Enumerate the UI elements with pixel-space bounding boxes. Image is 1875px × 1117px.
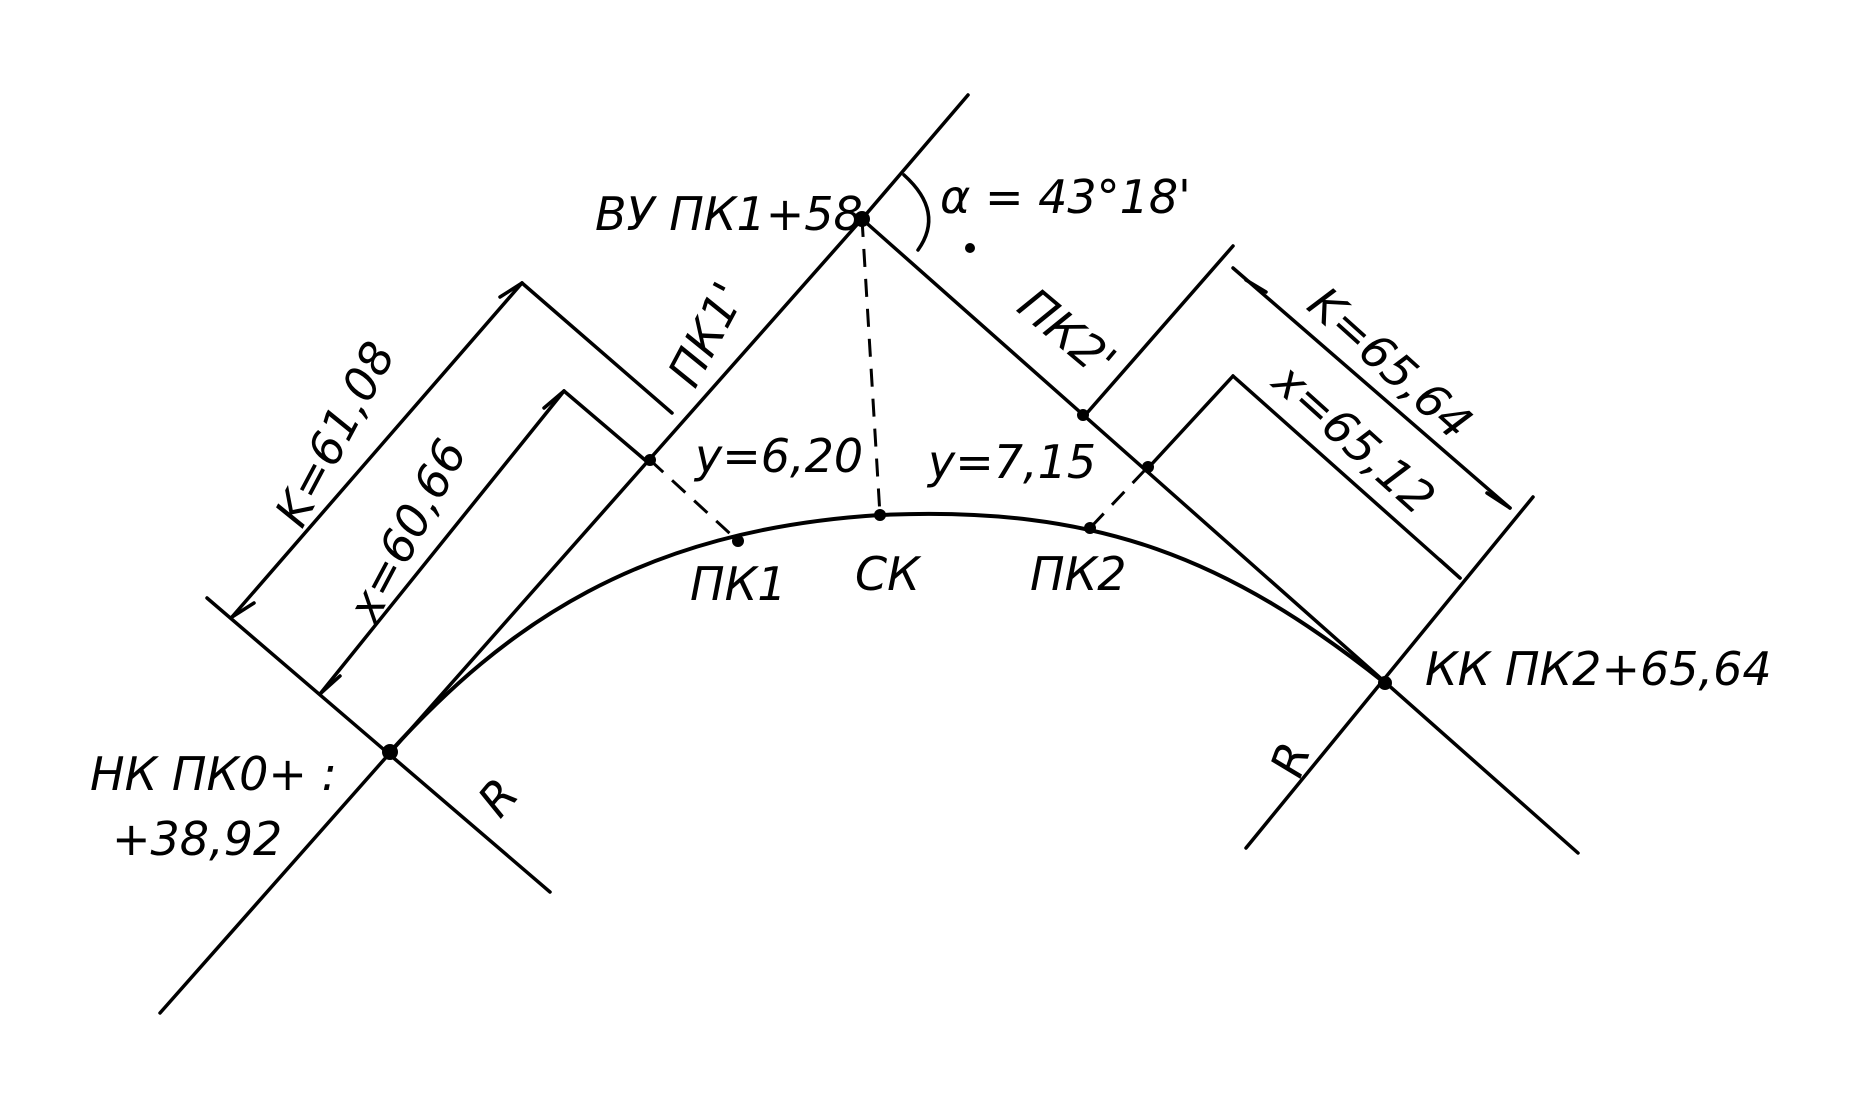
- nk-point: [382, 744, 398, 760]
- pk2-prime-point: [1077, 409, 1089, 421]
- x-right-extension: [1148, 374, 1235, 468]
- vu-point: [854, 211, 870, 227]
- label-kk: КК ПК2+65,64: [1425, 642, 1772, 696]
- x-left-dimension-line: [318, 389, 566, 696]
- angle-arc: [902, 173, 931, 252]
- label-ck: СК: [855, 547, 922, 601]
- label-pk1: ПК1: [690, 557, 787, 611]
- k-right-extension: [1085, 244, 1235, 415]
- label-alpha: α = 43°18': [940, 170, 1191, 224]
- pk1-prime-point: [644, 454, 656, 466]
- right-tangent-line: [860, 217, 1580, 855]
- left-radius-line: [205, 596, 552, 894]
- x-left-arrow-top: [542, 389, 566, 410]
- left-tangent-line: [158, 217, 864, 1015]
- label-k-left: K=61,08: [264, 333, 406, 535]
- x-right-dimension-line: [1231, 374, 1462, 580]
- upper-extension-line: [860, 93, 970, 221]
- k-left-extension: [520, 281, 674, 415]
- label-nk-line1: НК ПК0+ :: [90, 747, 337, 801]
- x-left-extension: [562, 389, 647, 462]
- pk1-point: [732, 535, 744, 547]
- right-radius-line: [1244, 495, 1535, 850]
- label-r-right: R: [1260, 735, 1322, 784]
- k-right-dimension-line: [1231, 266, 1512, 510]
- pk2-point: [1084, 522, 1096, 534]
- label-vu: ВУ ПК1+58: [595, 187, 863, 241]
- label-r-left: R: [467, 768, 529, 827]
- label-nk-line2: +38,92: [112, 812, 282, 866]
- x-right-arrow-right: [1438, 558, 1462, 580]
- ck-point: [874, 509, 886, 521]
- ck-perpendicular: [860, 218, 882, 516]
- kk-point: [1378, 676, 1392, 690]
- k-left-arrow-top: [498, 281, 524, 299]
- label-y-right: y=7,15: [926, 435, 1096, 489]
- k-right-arrow-right: [1485, 491, 1512, 510]
- k-left-arrow-bottom: [230, 601, 256, 619]
- y-left-offset: [648, 458, 740, 543]
- y-right-offset: [1088, 468, 1147, 530]
- x-right-end-point: [1142, 461, 1154, 473]
- label-pk2-prime: ПК2': [1008, 277, 1126, 389]
- alpha-dot: [965, 243, 975, 253]
- label-y-left: y=6,20: [693, 429, 863, 483]
- label-pk2: ПК2: [1030, 547, 1127, 601]
- x-left-arrow-bottom: [318, 674, 342, 696]
- label-x-left: x=60,66: [336, 430, 477, 631]
- k-left-dimension-line: [230, 281, 524, 619]
- k-right-arrow-left: [1244, 278, 1268, 294]
- label-pk1-prime: ПК1': [657, 273, 756, 395]
